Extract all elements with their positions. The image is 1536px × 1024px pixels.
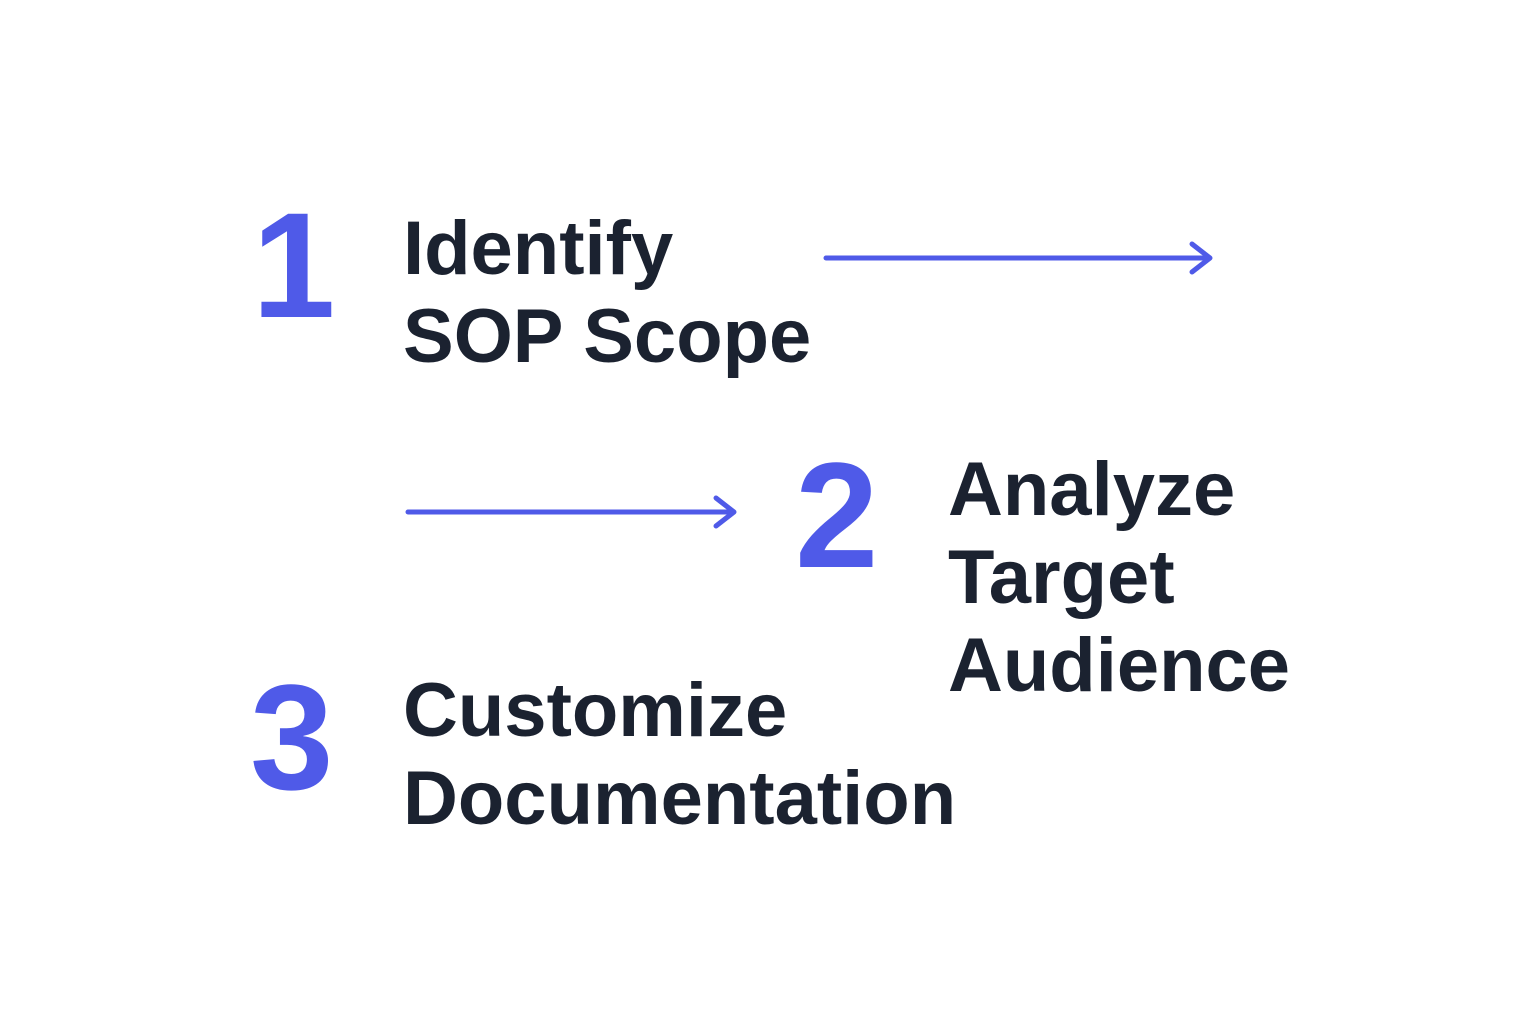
step-1-label-line: SOP Scope xyxy=(403,294,812,379)
step-2-label-line: Target xyxy=(948,535,1175,620)
step-3-label-line: Documentation xyxy=(403,756,957,841)
arrow-right-icon xyxy=(405,495,737,529)
step-1-label-line: Identify xyxy=(403,206,674,291)
step-2-number: 2 xyxy=(795,431,878,599)
step-2-label-line: Audience xyxy=(948,623,1291,708)
arrow-right-icon xyxy=(823,241,1213,275)
step-1-label: Identify SOP Scope xyxy=(403,205,811,381)
step-2-label-line: Analyze xyxy=(948,447,1236,532)
step-3-label: Customize Documentation xyxy=(403,667,956,843)
step-3-label-line: Customize xyxy=(403,668,788,753)
step-1-number: 1 xyxy=(252,181,335,349)
step-3-number: 3 xyxy=(250,653,333,821)
step-2-label: Analyze Target Audience xyxy=(948,446,1290,710)
